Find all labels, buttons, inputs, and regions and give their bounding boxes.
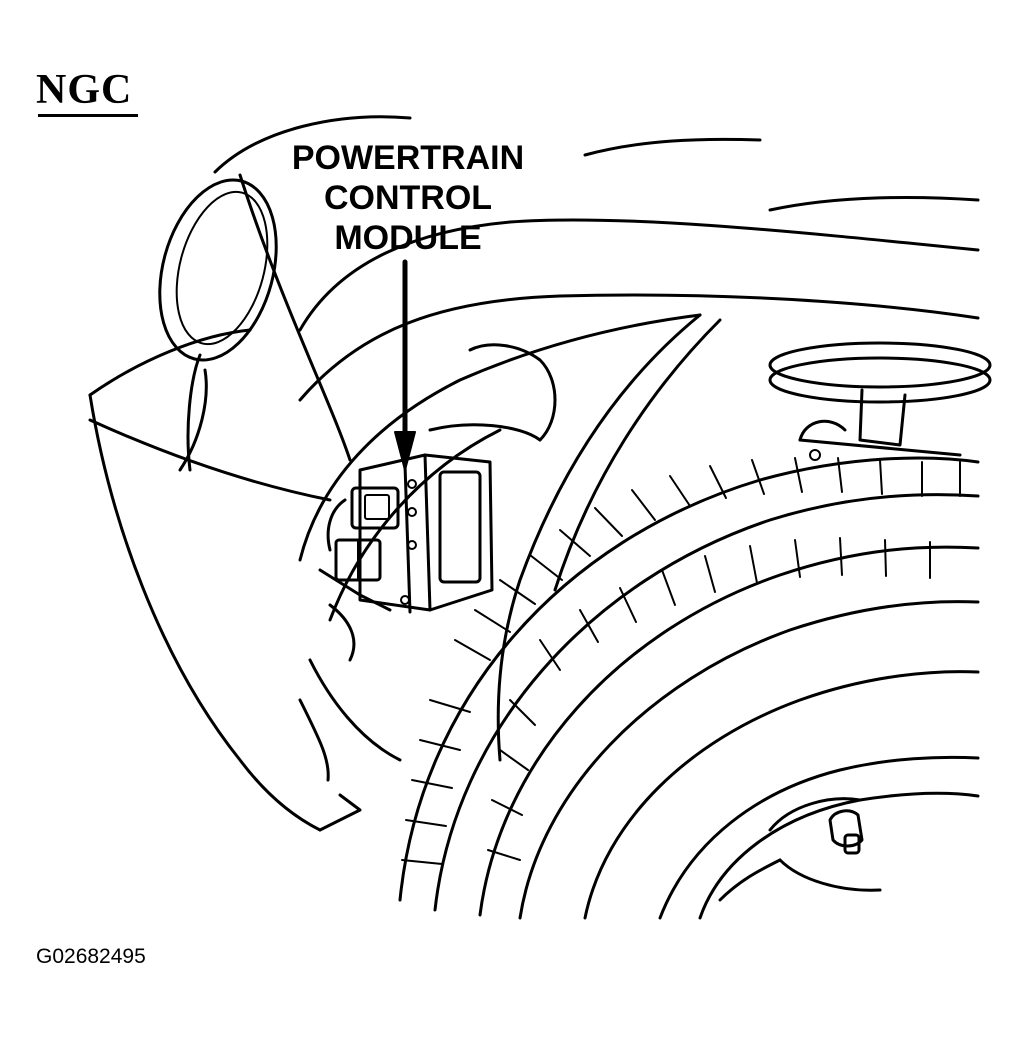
wheel-hub (698, 791, 980, 920)
page-title: NGC (36, 67, 133, 113)
fender-outline (88, 115, 980, 832)
component-callout-label: POWERTRAIN CONTROL MODULE (268, 138, 548, 258)
callout-line-2: CONTROL (323, 179, 493, 217)
callout-arrow (394, 259, 416, 471)
callout-line-1: POWERTRAIN (291, 139, 525, 177)
figure-reference-code: G02682495 (36, 945, 146, 968)
powertrain-control-module (318, 453, 494, 662)
tire (398, 456, 980, 920)
title-underline (38, 114, 138, 117)
wheel-well-liner (298, 313, 722, 782)
tire-tread-pattern (401, 457, 961, 865)
side-mirror (158, 178, 278, 472)
suspension-mount (768, 341, 992, 461)
callout-line-3: MODULE (334, 219, 482, 257)
